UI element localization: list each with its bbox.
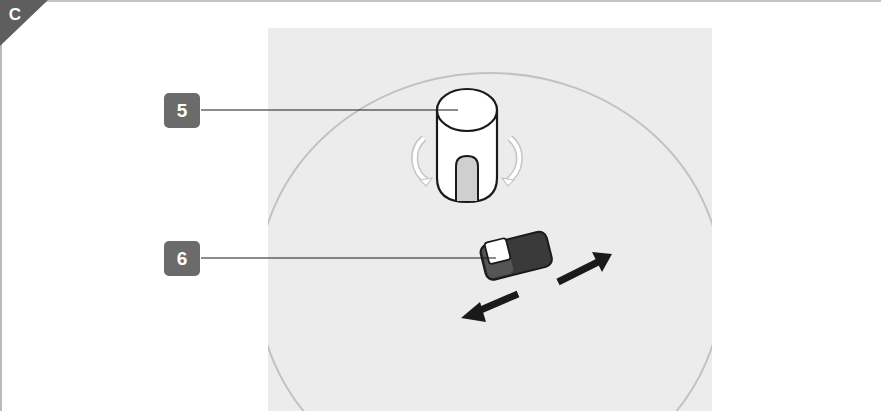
callout-number: 5 [164, 93, 200, 128]
figure-letter: C [4, 3, 26, 27]
callout-number: 6 [164, 241, 200, 276]
